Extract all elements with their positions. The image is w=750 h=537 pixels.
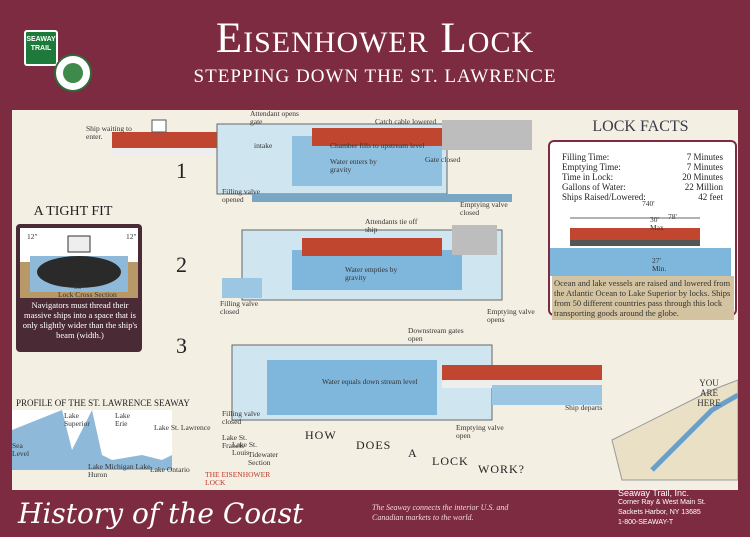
dim-max: 30' Max — [650, 215, 664, 232]
profile-label: Lake Erie — [115, 411, 130, 428]
fact-row: Gallons of Water:22 Million — [562, 182, 723, 192]
footer — [0, 490, 750, 537]
header — [0, 0, 750, 110]
dim-right: 12" — [126, 232, 137, 241]
dim-beam: 80' — [74, 282, 83, 291]
intake-label: intake — [254, 141, 273, 150]
step-number: 1 — [176, 158, 187, 183]
a-text: A — [408, 446, 418, 460]
does-text: DOES — [356, 438, 392, 452]
footer-org: Seaway Trail, Inc. Corner Ray & West Mai… — [618, 488, 738, 528]
page-title: Eisenhower Lock — [215, 15, 535, 62]
filling-valve-closed-label: Filling valve closed — [222, 409, 261, 426]
lock-facts-title: LOCK FACTS — [592, 118, 689, 135]
ship-waiting-label: Ship waiting to enter. — [86, 124, 132, 141]
work-text: WORK? — [478, 462, 525, 476]
attendant-gate-label: Attendant opens gate — [250, 109, 299, 126]
dim-left: 12" — [27, 232, 38, 241]
seal-icon — [54, 54, 92, 92]
step-number: 2 — [176, 252, 187, 277]
you-are-here-label: YOU ARE HERE — [697, 378, 721, 408]
ship-departs-label: Ship departs — [565, 403, 603, 412]
cross-section-caption: Lock Cross Section — [58, 290, 117, 299]
profile-label: Lake St. Francis — [222, 433, 247, 450]
org-address: Corner Ray & West Main St. — [618, 499, 706, 506]
profile-label: Lake Michigan Lake Huron — [88, 462, 151, 479]
fact-row: Emptying Time:7 Minutes — [562, 162, 723, 172]
org-address: Sackets Harbor, NY 13685 — [618, 509, 701, 516]
water-empties-label: Water empties by gravity — [345, 265, 398, 282]
fact-row: Filling Time:7 Minutes — [562, 152, 723, 162]
dim-width: 78' — [668, 212, 677, 221]
dim-length: 740' — [642, 199, 655, 208]
fact-row: Time in Lock:20 Minutes — [562, 172, 723, 182]
footer-script: History of the Coast — [18, 497, 304, 530]
emptying-valve-opens-label: Emptying valve opens — [487, 307, 535, 324]
profile-label: Sea Level — [12, 441, 30, 458]
water-equals-label: Water equals down stream level — [322, 377, 418, 386]
profile-label: Tidewater Section — [248, 450, 279, 467]
lock-diagram — [12, 119, 738, 481]
attendants-tie-label: Attendants tie off ship — [365, 217, 418, 234]
fact-row: Ships Raised/Lowered:42 feet — [562, 192, 723, 202]
profile-label: Lake Ontario — [150, 465, 190, 474]
filling-valve-opened-label: Filling valve opened — [222, 187, 261, 204]
ship-dimension-diagram — [550, 217, 731, 276]
profile-label: Lake St. Lawrence — [154, 423, 211, 432]
downstream-gates-label: Downstream gates open — [408, 326, 464, 343]
org-phone: 1-800-SEAWAY-T — [618, 519, 674, 526]
seaway-trail-badge: SEAWAY TRAIL — [24, 30, 58, 66]
emptying-valve-open-label: Emptying valve open — [456, 423, 504, 440]
profile-label: Lake Superior — [64, 411, 90, 428]
page-subtitle: STEPPING DOWN THE ST. LAWRENCE — [193, 66, 557, 87]
gate-closed-label: Gate closed — [425, 155, 461, 164]
lock-facts-text: Ocean and lake vessels are raised and lo… — [552, 276, 734, 320]
chamber-fills-label: Chamber fills to upstream level — [330, 141, 425, 150]
filling-valve-closed-label: Filling valve closed — [220, 299, 259, 316]
water-enters-label: Water enters by gravity — [330, 157, 377, 174]
catch-cable-label: Catch cable lowered — [375, 117, 437, 126]
profile-label: Lake St. Louis — [232, 440, 257, 457]
step-number: 3 — [176, 333, 187, 358]
profile-title: PROFILE OF THE ST. LAWRENCE SEAWAY — [16, 398, 190, 408]
tight-fit-title: A TIGHT FIT — [33, 204, 113, 219]
eisenhower-lock-label: THE EISENHOWER LOCK — [205, 470, 271, 487]
tight-fit-text: Navigators must thread their massive shi… — [22, 300, 138, 340]
lock-cross-section — [20, 228, 138, 298]
how-text: HOW — [305, 428, 337, 442]
footer-note: The Seaway connects the interior U.S. an… — [372, 503, 509, 522]
emptying-valve-closed-label: Emptying valve closed — [460, 200, 508, 217]
org-name: Seaway Trail, Inc. — [618, 488, 690, 498]
dim-min: 27' Min. — [652, 256, 667, 273]
lock-text: LOCK — [432, 454, 469, 468]
